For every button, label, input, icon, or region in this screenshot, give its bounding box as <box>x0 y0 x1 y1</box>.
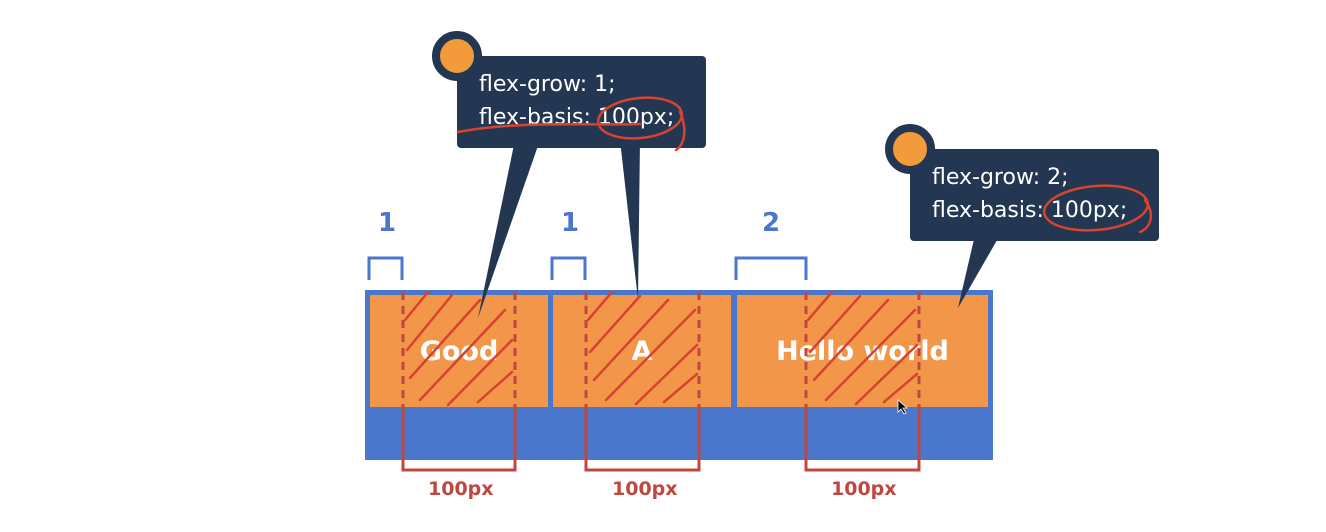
grow-bracket <box>550 256 587 280</box>
tooltip-line: flex-grow: 1; <box>479 72 616 97</box>
grow-label: 1 <box>561 208 580 238</box>
tooltip-pointer <box>958 235 1000 308</box>
circle-scribble-tail <box>1138 198 1153 234</box>
grow-bracket <box>734 256 808 280</box>
hatch-stroke <box>586 290 614 322</box>
grow-bracket <box>367 256 404 280</box>
hatch-stroke <box>854 343 919 406</box>
hatch-stroke <box>476 370 514 404</box>
tooltip-pointer <box>478 140 540 318</box>
hatch-stroke <box>662 372 699 404</box>
grow-label: 1 <box>378 208 397 238</box>
circle-scribble <box>596 96 684 140</box>
tooltip-line: flex-grow: 2; <box>932 165 1069 190</box>
basis-bracket <box>401 410 517 472</box>
hatch-stroke <box>604 308 697 402</box>
mouse-cursor-icon <box>897 399 909 415</box>
hatch-stroke <box>806 290 834 322</box>
basis-bracket <box>804 410 921 472</box>
hatch-stroke <box>403 290 430 322</box>
orange-dot-icon <box>432 31 482 81</box>
css-tooltip-grow-1: flex-grow: 1; flex-basis: 100px; <box>457 56 706 148</box>
hatch-stroke <box>405 293 454 352</box>
hatch-stroke <box>824 308 917 402</box>
hatch-stroke <box>808 294 862 354</box>
hatch-stroke <box>592 298 670 382</box>
tooltip-line: flex-basis: 100px; <box>932 198 1128 223</box>
basis-label: 100px <box>428 478 494 500</box>
hatch-stroke <box>812 298 890 382</box>
hatch-stroke <box>882 372 919 404</box>
hatch-stroke <box>588 294 642 354</box>
hatch-stroke <box>418 308 507 402</box>
basis-label: 100px <box>612 478 678 500</box>
orange-dot-icon <box>885 124 935 174</box>
hatch-stroke <box>634 343 699 406</box>
grow-label: 2 <box>762 208 781 238</box>
tooltip-pointer <box>620 140 640 300</box>
hatch-stroke <box>446 338 514 407</box>
circle-scribble-tail <box>674 110 686 152</box>
hatch-stroke <box>408 298 482 380</box>
flex-item-good: Good <box>370 295 548 407</box>
basis-bracket <box>584 410 701 472</box>
circle-scribble <box>1042 184 1150 232</box>
flex-item-hello-world: Hello world <box>737 295 988 407</box>
underline-scribble <box>456 122 642 134</box>
basis-label: 100px <box>831 478 897 500</box>
